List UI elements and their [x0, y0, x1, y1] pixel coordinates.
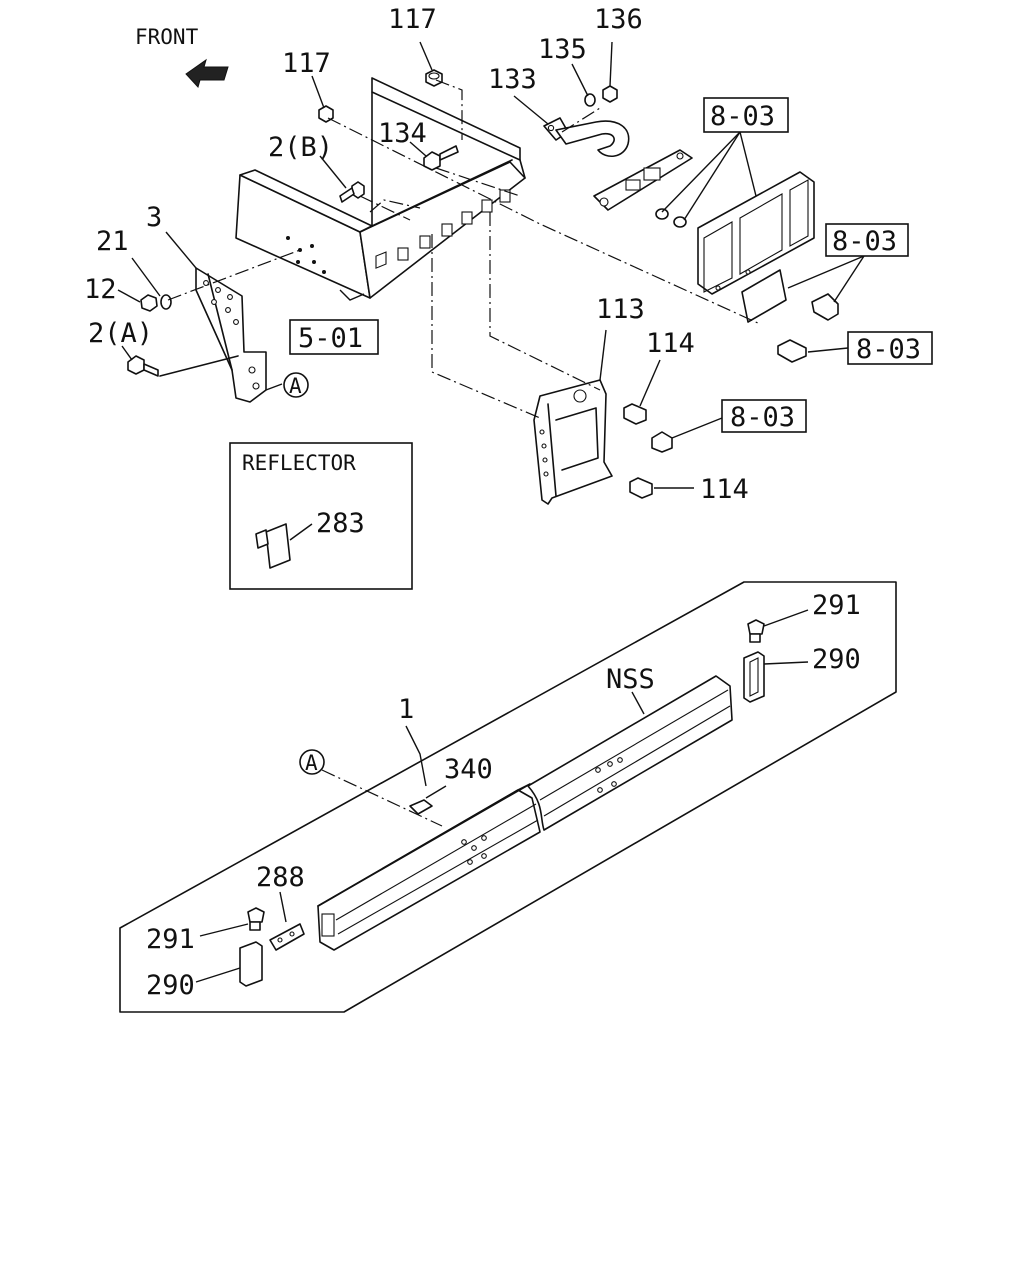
callout-135: 135 [538, 34, 587, 65]
ref-box-8-03-cap [721, 399, 807, 433]
bolt-291-left-icon [247, 907, 265, 931]
cap-290-left-icon [239, 941, 263, 987]
circle-a-lower-label: A [305, 751, 318, 775]
nut-117-left-icon [318, 105, 334, 123]
cap-803-icon [651, 431, 673, 453]
washer-21-icon [160, 294, 172, 310]
ref-8-03-bolt-lower: 8-03 [856, 334, 921, 365]
pin-340-icon [409, 799, 433, 815]
upper-assembly [117, 41, 865, 505]
ref-box-8-03-bolt-lower [847, 331, 933, 365]
ref-box-8-03-plate [703, 97, 789, 133]
tow-hook-133 [543, 117, 630, 157]
circle-a-lower [299, 749, 325, 775]
frame-member-nss [527, 675, 733, 831]
callout-133: 133 [488, 64, 537, 95]
callout-12: 12 [84, 274, 117, 305]
ref-box-5-01 [289, 319, 379, 355]
bolt-114-lower-icon [629, 477, 653, 499]
ref-box-8-03-bolt-right [825, 223, 909, 257]
bolt-291-right-icon [747, 619, 765, 643]
bolt-803-right-icon [811, 293, 839, 321]
reflector-title: REFLECTOR [242, 451, 356, 475]
ref-8-03-plate: 8-03 [710, 101, 775, 132]
callout-113: 113 [596, 294, 645, 325]
ref-8-03-bolt-right: 8-03 [832, 226, 897, 257]
nut-136-icon [602, 85, 618, 103]
front-arrow-icon [185, 58, 229, 88]
reflector-icon [255, 523, 291, 569]
reflector-box [229, 442, 413, 590]
front-label: FRONT [135, 25, 199, 49]
bracket-113 [533, 379, 613, 505]
cover-bracket [593, 149, 693, 228]
callout-2a: 2(A) [88, 318, 153, 349]
lower-group-outline [119, 581, 897, 1013]
callout-21: 21 [96, 226, 129, 257]
circle-a-upper-label: A [289, 374, 302, 398]
callout-117-top: 117 [388, 4, 437, 35]
washer-135-icon [584, 93, 596, 107]
bolt-803-lower-icon [777, 339, 807, 363]
cap-290-right-icon [743, 651, 765, 703]
callout-136: 136 [594, 4, 643, 35]
ref-8-03-cap: 8-03 [730, 402, 795, 433]
ref-5-01: 5-01 [298, 323, 363, 354]
callout-288: 288 [256, 862, 305, 893]
callout-340: 340 [444, 754, 493, 785]
nut-12-icon [140, 294, 158, 312]
frame-member-1 [317, 783, 541, 951]
bolt-2a-icon [127, 355, 159, 377]
callout-3: 3 [146, 202, 162, 233]
bracket-3 [195, 267, 267, 403]
small-plate [741, 269, 787, 323]
callout-nss: NSS [606, 664, 655, 695]
callout-114-upper: 114 [646, 328, 695, 359]
plate-288-icon [269, 923, 305, 951]
bolt-2b-icon [339, 181, 365, 203]
reflector-part-283: 283 [316, 508, 365, 539]
circle-a-upper [283, 372, 309, 398]
callout-114-lower: 114 [700, 474, 749, 505]
callout-291-left: 291 [146, 924, 195, 955]
callout-117-left: 117 [282, 48, 331, 79]
bolt-134-icon [423, 145, 459, 171]
callout-290-left: 290 [146, 970, 195, 1001]
callout-290-right: 290 [812, 644, 861, 675]
bolt-114-upper-icon [623, 403, 647, 425]
callout-2b: 2(B) [268, 132, 333, 163]
callout-134: 134 [378, 118, 427, 149]
callout-291-right: 291 [812, 590, 861, 621]
end-plate [697, 171, 815, 295]
rear-frame-member [235, 77, 526, 299]
callout-1: 1 [398, 694, 414, 725]
nut-117-top-icon [425, 69, 443, 87]
